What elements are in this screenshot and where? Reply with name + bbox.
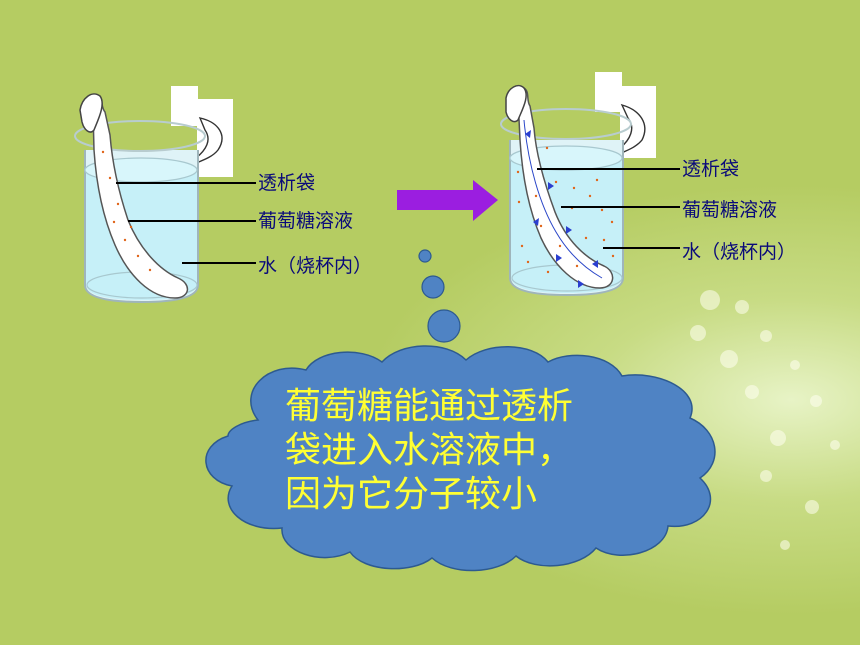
beaker-after [500, 72, 680, 297]
bokeh-light [760, 330, 772, 342]
label-water-before: 水（烧杯内） [258, 255, 373, 277]
beaker-before [74, 86, 256, 304]
bokeh-light [690, 325, 706, 341]
bokeh-light [830, 440, 840, 450]
cloud-callout [205, 345, 716, 572]
cloud-line-3: 因为它分子较小 [285, 474, 538, 515]
label-water-after: 水（烧杯内） [682, 241, 797, 263]
cloud-line-1: 葡萄糖能通过透析 [285, 386, 574, 427]
bokeh-light [790, 360, 800, 370]
process-arrow [397, 180, 498, 221]
bokeh-light [760, 470, 772, 482]
bokeh-light [770, 430, 786, 446]
cloud-explanation: 葡萄糖能通过透析 袋进入水溶液中， 因为它分子较小 [285, 385, 645, 517]
label-dialysis-bag-after: 透析袋 [682, 158, 740, 180]
thought-bubbles [418, 249, 461, 343]
bokeh-light [700, 290, 720, 310]
bokeh-light [810, 395, 822, 407]
label-glucose-solution-after: 葡萄糖溶液 [682, 199, 778, 221]
label-dialysis-bag-before: 透析袋 [258, 172, 316, 194]
bokeh-light [745, 385, 759, 399]
glucose-molecules-after [516, 146, 615, 274]
bokeh-light [720, 350, 738, 368]
glucose-molecules-before [101, 150, 152, 272]
cloud-line-2: 袋进入水溶液中， [285, 430, 574, 471]
bokeh-light [780, 540, 790, 550]
label-glucose-solution-before: 葡萄糖溶液 [258, 210, 354, 232]
bokeh-light [735, 300, 749, 314]
diffusion-arrows [525, 130, 598, 288]
bokeh-light [805, 500, 819, 514]
